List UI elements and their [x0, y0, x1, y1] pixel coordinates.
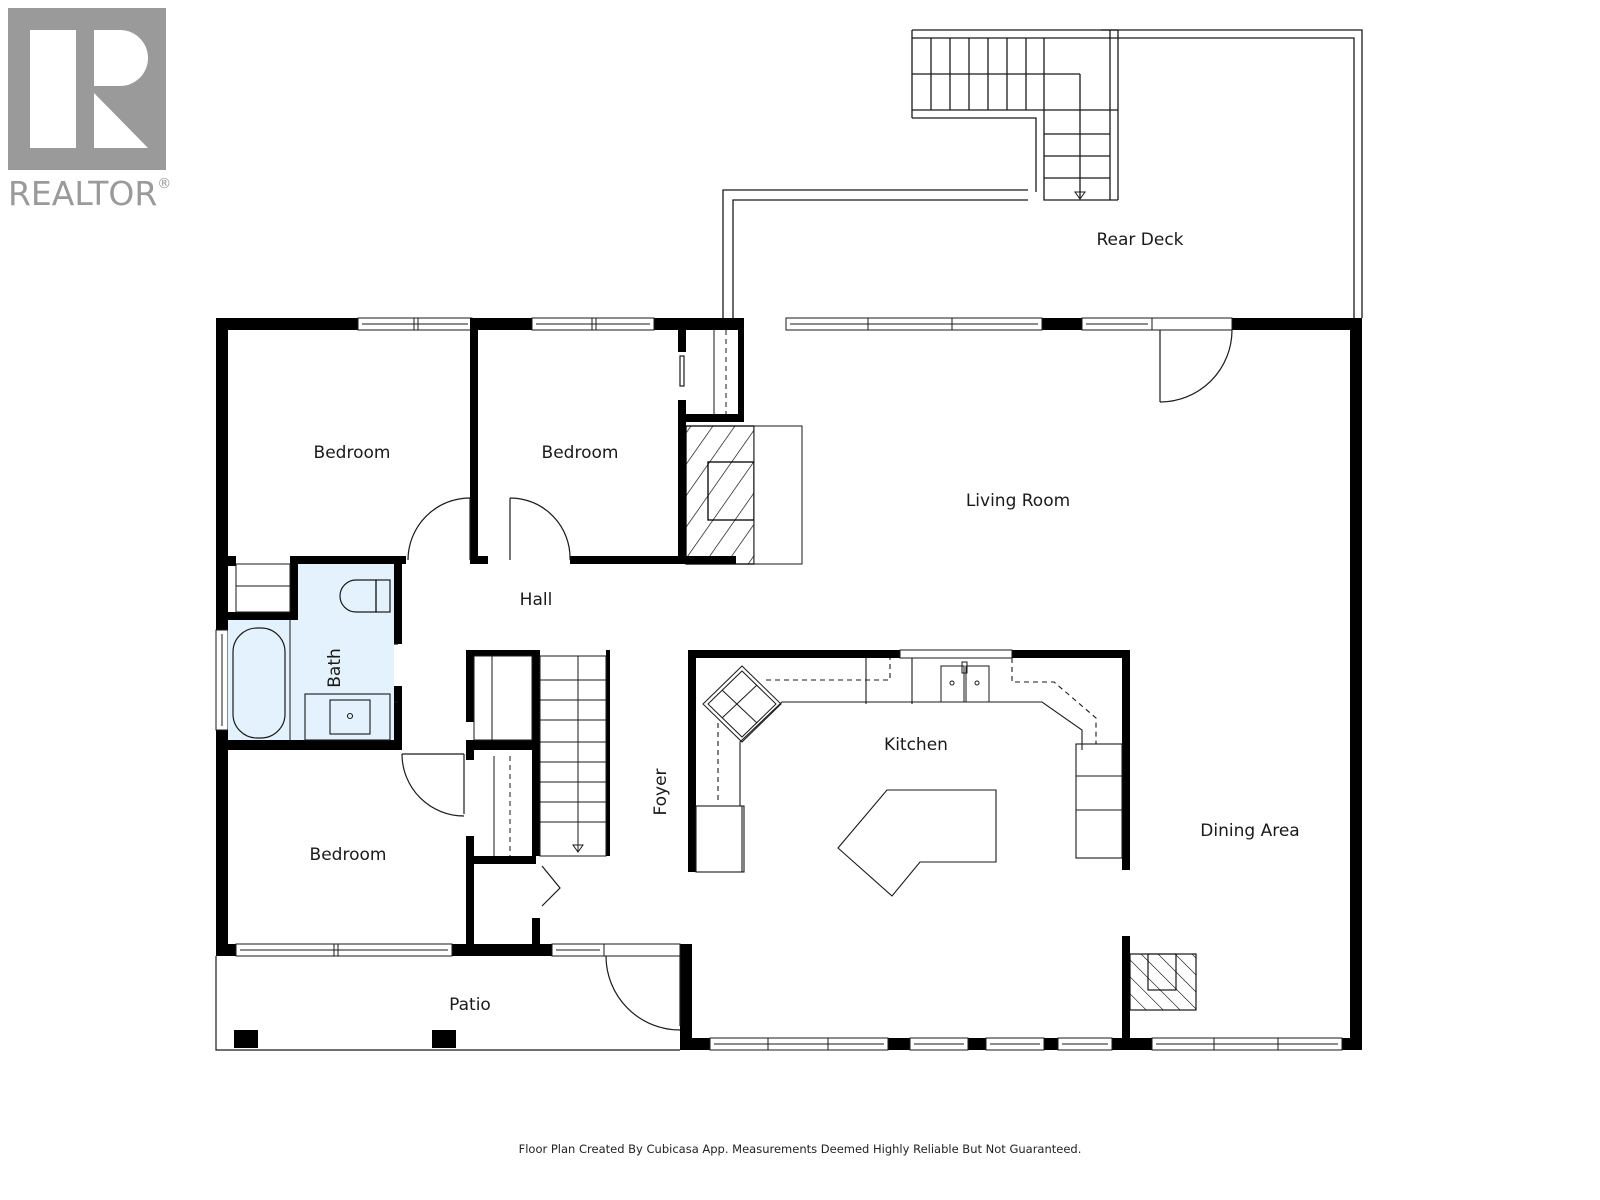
patio-post: [234, 1030, 258, 1048]
label-bedroom-3: Bedroom: [310, 845, 387, 865]
bathroom: [228, 564, 394, 740]
foyer-stairs: [539, 655, 607, 857]
kitchen-window: [899, 649, 1013, 659]
label-kitchen: Kitchen: [884, 735, 948, 755]
closet-rods: [235, 330, 727, 856]
kitchen-island: [837, 789, 997, 897]
label-foyer: Foyer: [651, 768, 671, 815]
label-patio: Patio: [449, 995, 491, 1015]
dining-fireplace-icon: [1129, 953, 1197, 1011]
label-bedroom-1: Bedroom: [314, 443, 391, 463]
realtor-logo: REALTOR®: [8, 8, 171, 213]
patio-post: [432, 1030, 456, 1048]
fireplace-icon: [685, 425, 803, 565]
realtor-r-icon: [8, 8, 166, 170]
label-hall: Hall: [520, 590, 553, 610]
label-living-room: Living Room: [966, 491, 1070, 511]
exterior-walls: [216, 318, 1362, 1050]
label-dining-area: Dining Area: [1200, 821, 1299, 841]
disclaimer-footer: Floor Plan Created By Cubicasa App. Meas…: [518, 1142, 1082, 1156]
label-bath: Bath: [325, 648, 345, 688]
patio: [215, 956, 680, 1051]
kitchen-cabinets: [695, 658, 1123, 897]
kitchen-sink-icon: [940, 661, 990, 703]
interior-walls: [228, 318, 1130, 1050]
stair-arrow-icon: [1074, 191, 1086, 200]
toilet-icon: [339, 579, 391, 613]
sink-icon: [304, 693, 391, 741]
stove-icon: [702, 665, 782, 743]
realtor-wordmark: REALTOR®: [8, 174, 172, 213]
label-bedroom-2: Bedroom: [542, 443, 619, 463]
label-rear-deck: Rear Deck: [1096, 230, 1183, 250]
bathtub-icon: [232, 627, 286, 739]
rear-deck: [722, 29, 1363, 318]
